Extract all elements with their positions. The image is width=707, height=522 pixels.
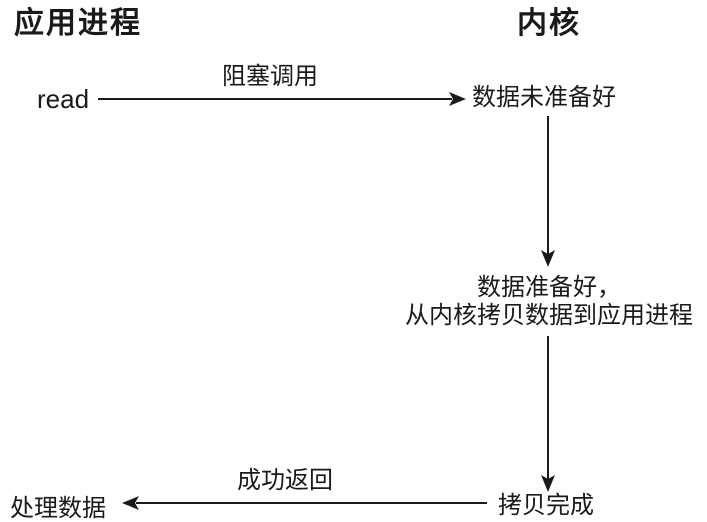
process-data-node: 处理数据: [10, 495, 106, 522]
success-return-label: 成功返回: [237, 467, 333, 494]
app-process-header: 应用进程: [14, 7, 142, 40]
copy-complete-node: 拷贝完成: [498, 492, 594, 519]
data-ready-node: 数据准备好， 从内核拷贝数据到应用进程: [405, 274, 693, 330]
blocking-call-arrow: [98, 92, 466, 106]
kernel-header: 内核: [517, 7, 581, 40]
data-ready-line2: 从内核拷贝数据到应用进程: [405, 302, 693, 329]
blocking-call-label: 阻塞调用: [222, 63, 318, 90]
data-not-ready-node: 数据未准备好: [472, 84, 616, 111]
kernel-copy-arrow: [541, 336, 555, 492]
read-node: read: [37, 84, 90, 114]
data-ready-line1: 数据准备好，: [477, 274, 621, 301]
success-return-arrow: [122, 496, 487, 510]
kernel-wait-arrow: [541, 116, 555, 267]
